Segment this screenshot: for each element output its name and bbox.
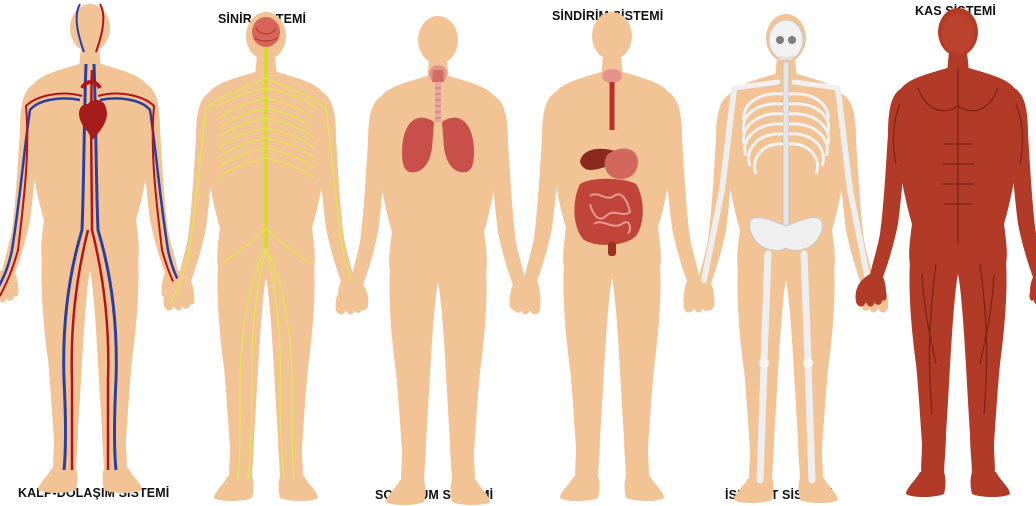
figure-nervous <box>164 12 369 501</box>
figure-skeletal <box>684 14 889 503</box>
figure-digestive <box>510 12 715 501</box>
figure-circulatory <box>0 4 192 493</box>
figure-respiratory <box>336 16 541 505</box>
figure-muscular <box>856 8 1036 497</box>
